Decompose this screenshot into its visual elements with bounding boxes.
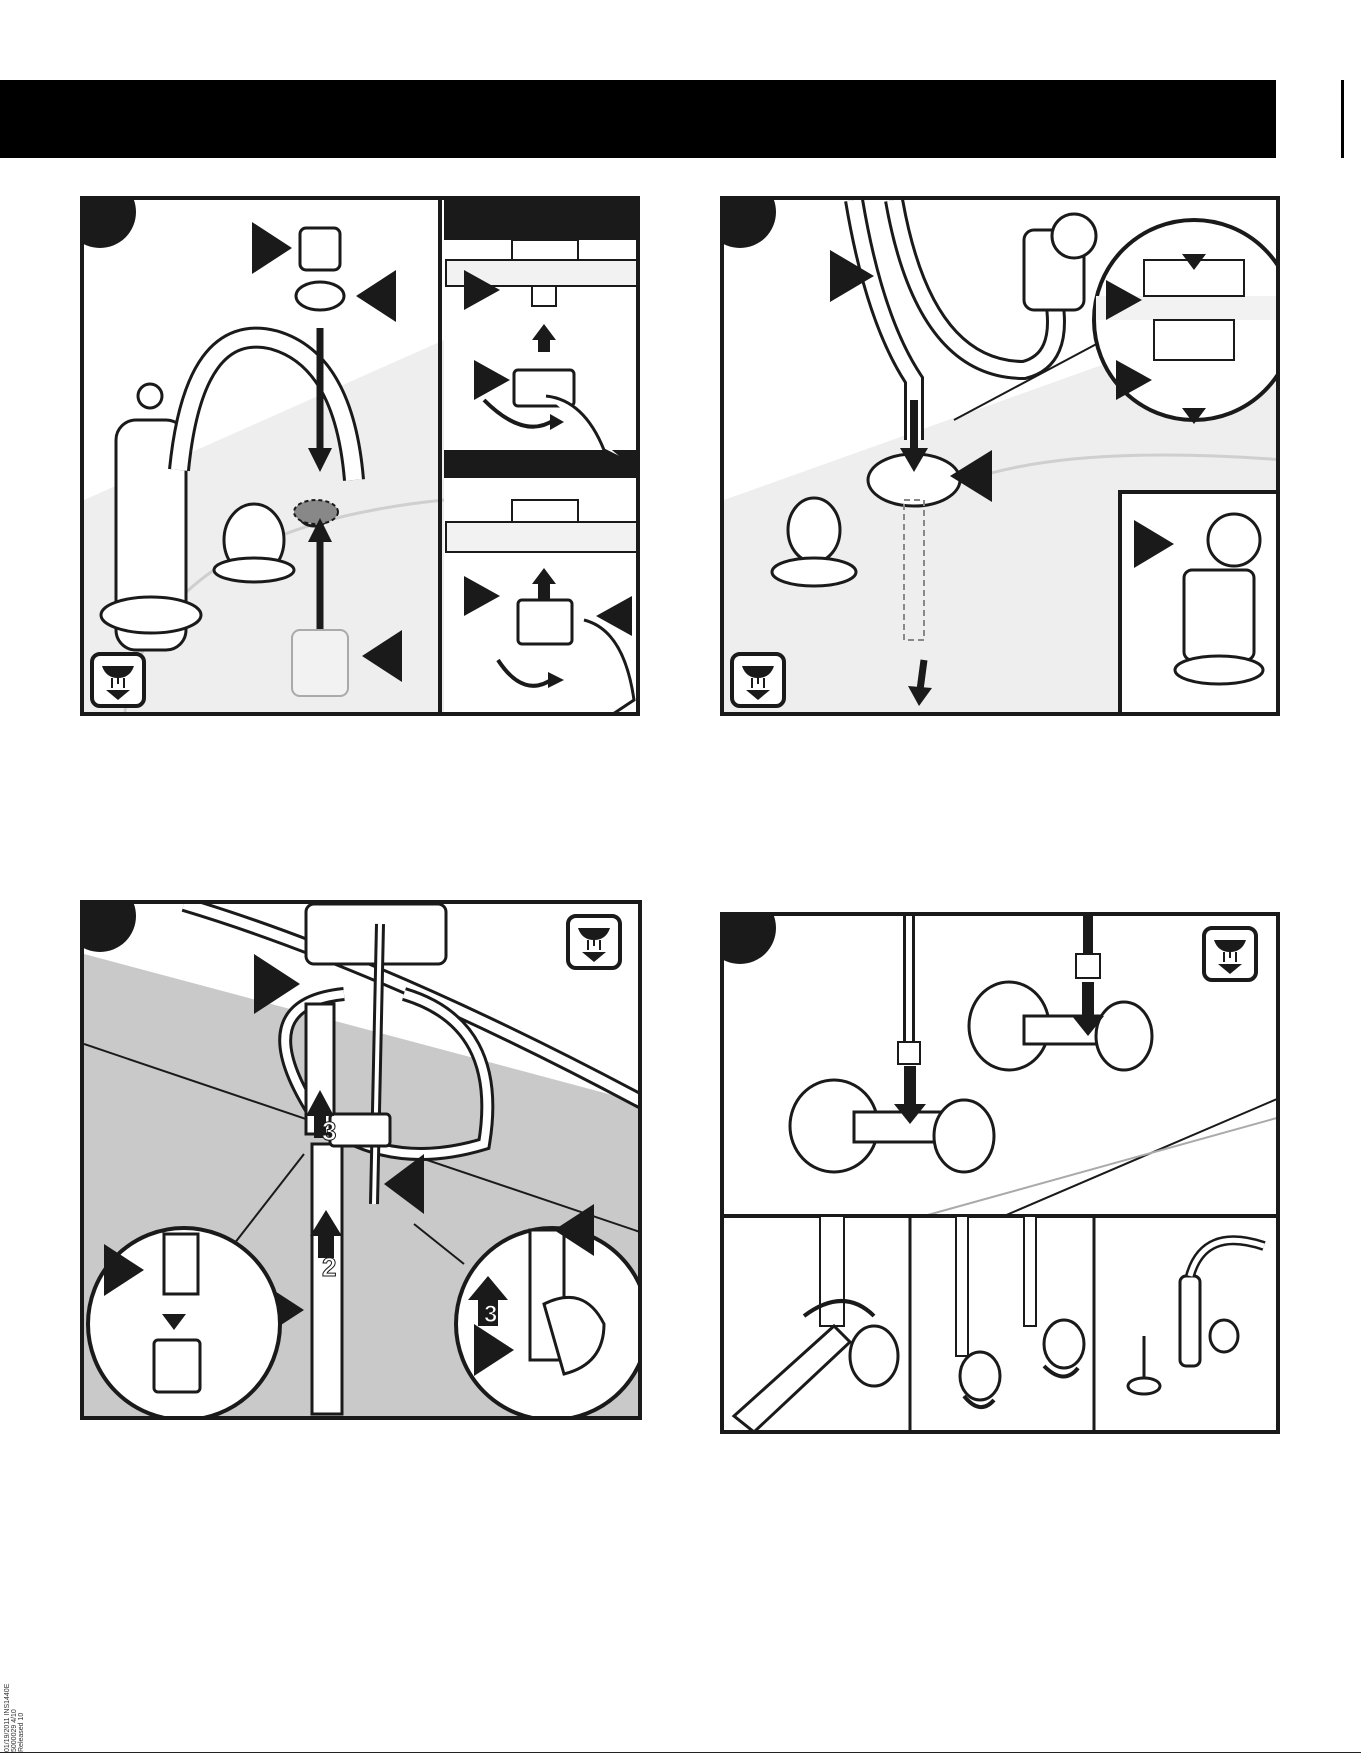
- step-1-illustration: [84, 200, 640, 716]
- under-sink-icon: [566, 914, 622, 970]
- step-2-panel: [720, 196, 1280, 716]
- step-1-panel: [80, 196, 640, 716]
- under-sink-icon: [1202, 926, 1258, 982]
- footer-line-2: Released 10: [18, 1713, 25, 1752]
- footer-line-1: 01/19/2011 INS1440E 5000029 4/10: [4, 1684, 18, 1752]
- step-4-illustration: [724, 916, 1280, 1434]
- footer-rule: [0, 1752, 1361, 1753]
- header-bar: [0, 80, 1276, 158]
- under-sink-icon: [730, 652, 786, 708]
- page-edge-mark: [1341, 80, 1344, 158]
- step-3-illustration: 3 2 3: [84, 904, 642, 1420]
- step-3-label-a: 3: [322, 1116, 336, 1146]
- under-sink-icon: [90, 652, 146, 708]
- step-4-panel: [720, 912, 1280, 1434]
- step-2-illustration: [724, 200, 1280, 716]
- step-3-label-b: 2: [322, 1252, 336, 1282]
- step-3-panel: 3 2 3: [80, 900, 642, 1420]
- footer-revision-code: 01/19/2011 INS1440E 5000029 4/10 Release…: [4, 1668, 24, 1752]
- step-3-label-c: 3: [484, 1301, 497, 1328]
